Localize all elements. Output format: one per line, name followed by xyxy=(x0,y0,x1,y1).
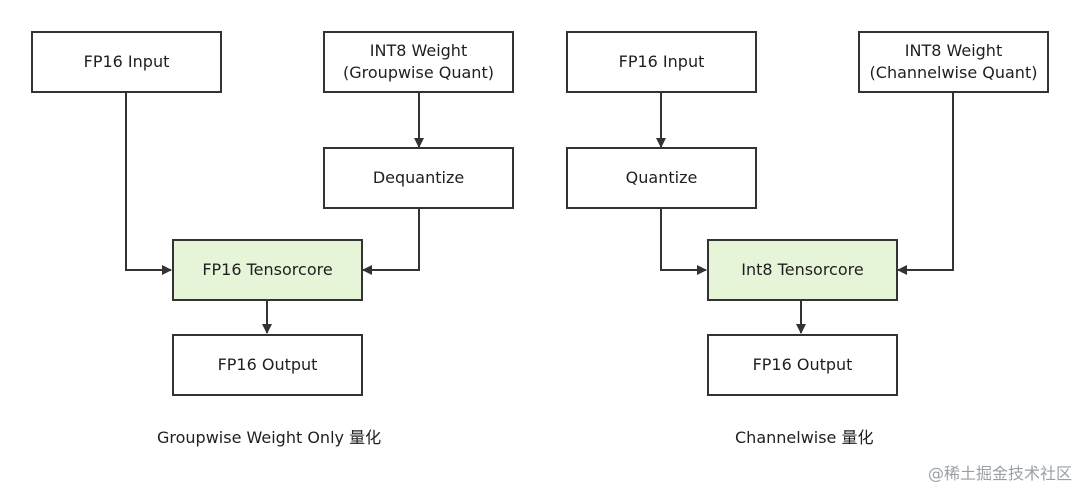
left-int8-weight-label: INT8 Weight (Groupwise Quant) xyxy=(343,41,494,82)
left-fp16-input-label: FP16 Input xyxy=(83,52,170,71)
left-dequantize-label: Dequantize xyxy=(372,168,465,187)
right-fp16-output-label: FP16 Output xyxy=(752,355,853,374)
right-fp16-input-label: FP16 Input xyxy=(618,52,705,71)
right-fp16-input-node: FP16 Input xyxy=(566,31,757,93)
left-fp16-tensorcore-label: FP16 Tensorcore xyxy=(202,260,333,279)
left-int8-weight-node: INT8 Weight (Groupwise Quant) xyxy=(323,31,514,93)
right-int8-tensorcore-label: Int8 Tensorcore xyxy=(741,260,864,279)
right-fp16-output-node: FP16 Output xyxy=(707,334,898,396)
edge-right-quantize-to-core xyxy=(660,209,707,275)
left-fp16-tensorcore-node: FP16 Tensorcore xyxy=(172,239,363,301)
source-watermark: @稀土掘金技术社区 xyxy=(927,464,1072,483)
right-int8-weight-label: INT8 Weight (Channelwise Quant) xyxy=(869,41,1038,82)
right-diagram-caption: Channelwise 量化 xyxy=(735,428,874,447)
left-dequantize-node: Dequantize xyxy=(323,147,514,209)
left-fp16-output-label: FP16 Output xyxy=(217,355,318,374)
left-fp16-output-node: FP16 Output xyxy=(172,334,363,396)
right-int8-tensorcore-node: Int8 Tensorcore xyxy=(707,239,898,301)
right-int8-weight-node: INT8 Weight (Channelwise Quant) xyxy=(858,31,1049,93)
right-quantize-node: Quantize xyxy=(566,147,757,209)
left-diagram-caption: Groupwise Weight Only 量化 xyxy=(157,428,382,447)
right-quantize-label: Quantize xyxy=(625,168,698,187)
edge-left-input-to-core xyxy=(125,93,172,275)
edge-left-dequantize-to-core xyxy=(362,209,420,275)
edge-right-weight-to-core xyxy=(897,93,954,275)
left-fp16-input-node: FP16 Input xyxy=(31,31,222,93)
